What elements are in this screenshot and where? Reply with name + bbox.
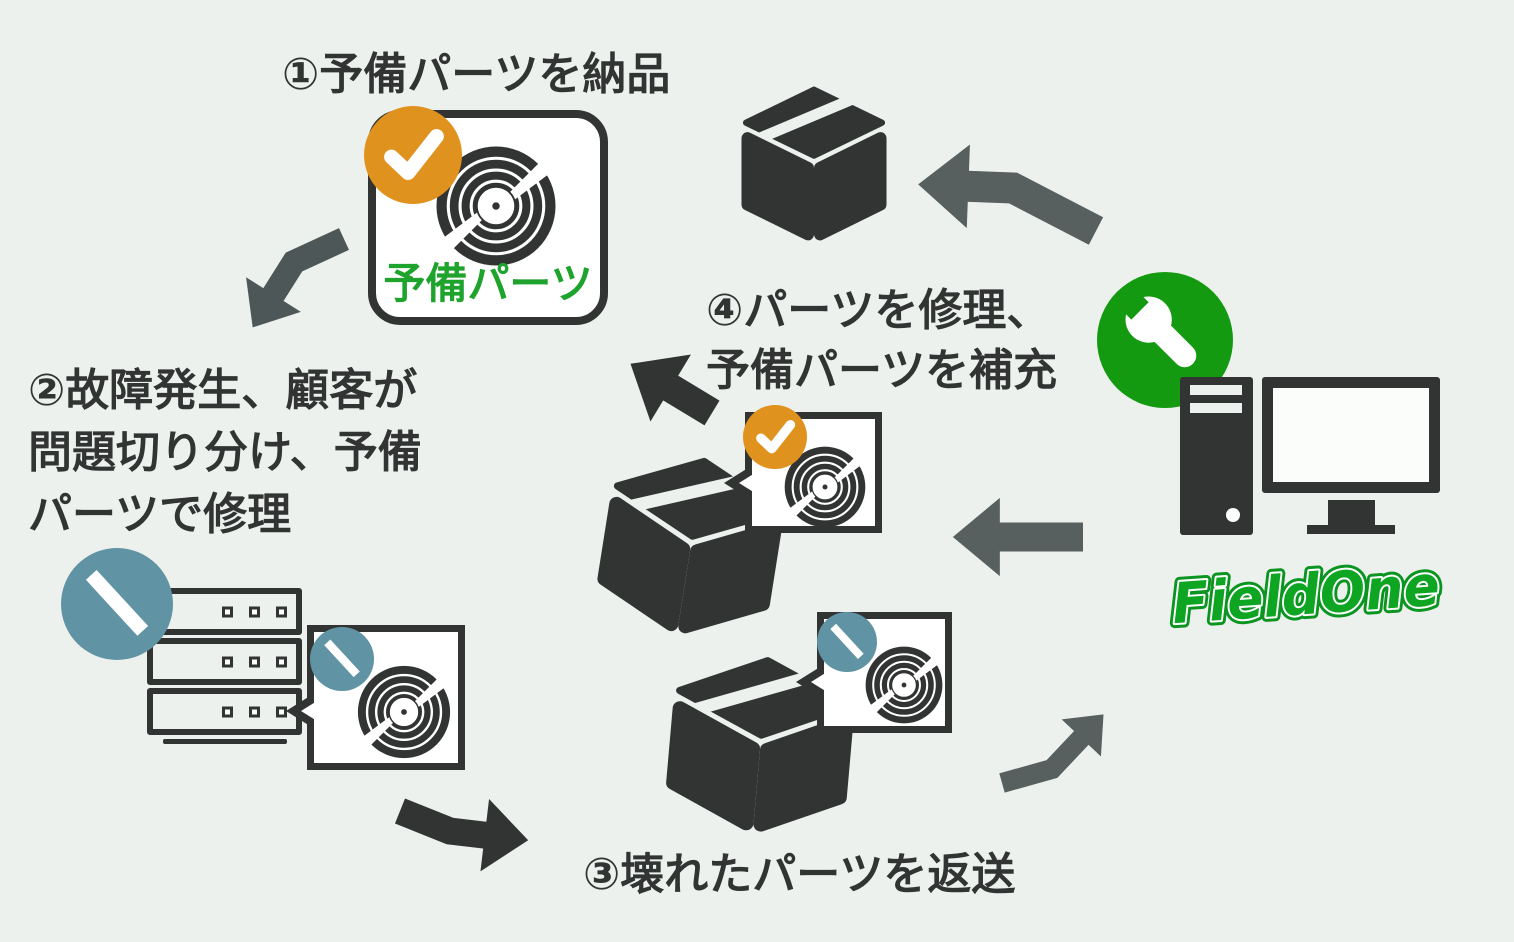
arrow-step4-up-left xyxy=(630,354,720,426)
arrow-step3-to-fieldone xyxy=(999,714,1104,793)
fieldone-logo-text: FieldOne xyxy=(1170,554,1442,638)
fieldone-logo-outline: FieldOne xyxy=(1170,554,1442,638)
slash-icon xyxy=(310,627,374,691)
computer-tower xyxy=(1180,377,1253,535)
step1-label: ①予備パーツを納品 xyxy=(282,50,671,99)
server-shadow xyxy=(163,739,287,744)
returned-part-callout xyxy=(796,612,952,733)
tower-vent xyxy=(1190,403,1242,413)
computer-monitor xyxy=(1262,377,1440,493)
arrow-step1-to-step2 xyxy=(246,228,350,328)
step4-line-1: ④パーツを修理、 xyxy=(706,286,1051,335)
package-stock-icon xyxy=(740,85,888,242)
monitor-base xyxy=(1307,525,1395,534)
check-icon xyxy=(743,405,807,469)
server-unit xyxy=(147,688,302,735)
step2-label: ②故障発生、顧客が 問題切り分け、予備 パーツで修理 xyxy=(28,360,422,546)
step2-line-2: 問題切り分け、予備 xyxy=(28,428,422,477)
monitor-stand xyxy=(1328,500,1375,525)
step3-label: ③壊れたパーツを返送 xyxy=(583,850,1016,899)
tower-vent xyxy=(1190,385,1242,395)
arrow-fieldone-to-stock xyxy=(918,144,1104,245)
slash-icon xyxy=(817,612,877,672)
broken-part-callout xyxy=(286,625,465,770)
step2-line-3: パーツで修理 xyxy=(28,490,292,539)
step4-line-2: 予備パーツを補充 xyxy=(706,346,1058,395)
step4-label: ④パーツを修理、 予備パーツを補充 xyxy=(706,281,1057,401)
slash-icon xyxy=(61,548,173,660)
arrow-step2-to-step3 xyxy=(394,798,529,872)
server-unit xyxy=(147,638,302,685)
step2-line-1: ②故障発生、顧客が xyxy=(28,366,418,415)
check-icon xyxy=(364,106,462,204)
spare-parts-card-label: 予備パーツ xyxy=(383,260,593,307)
fieldone-logo: FieldOne FieldOne xyxy=(1165,550,1447,642)
tower-power-button xyxy=(1226,508,1240,522)
